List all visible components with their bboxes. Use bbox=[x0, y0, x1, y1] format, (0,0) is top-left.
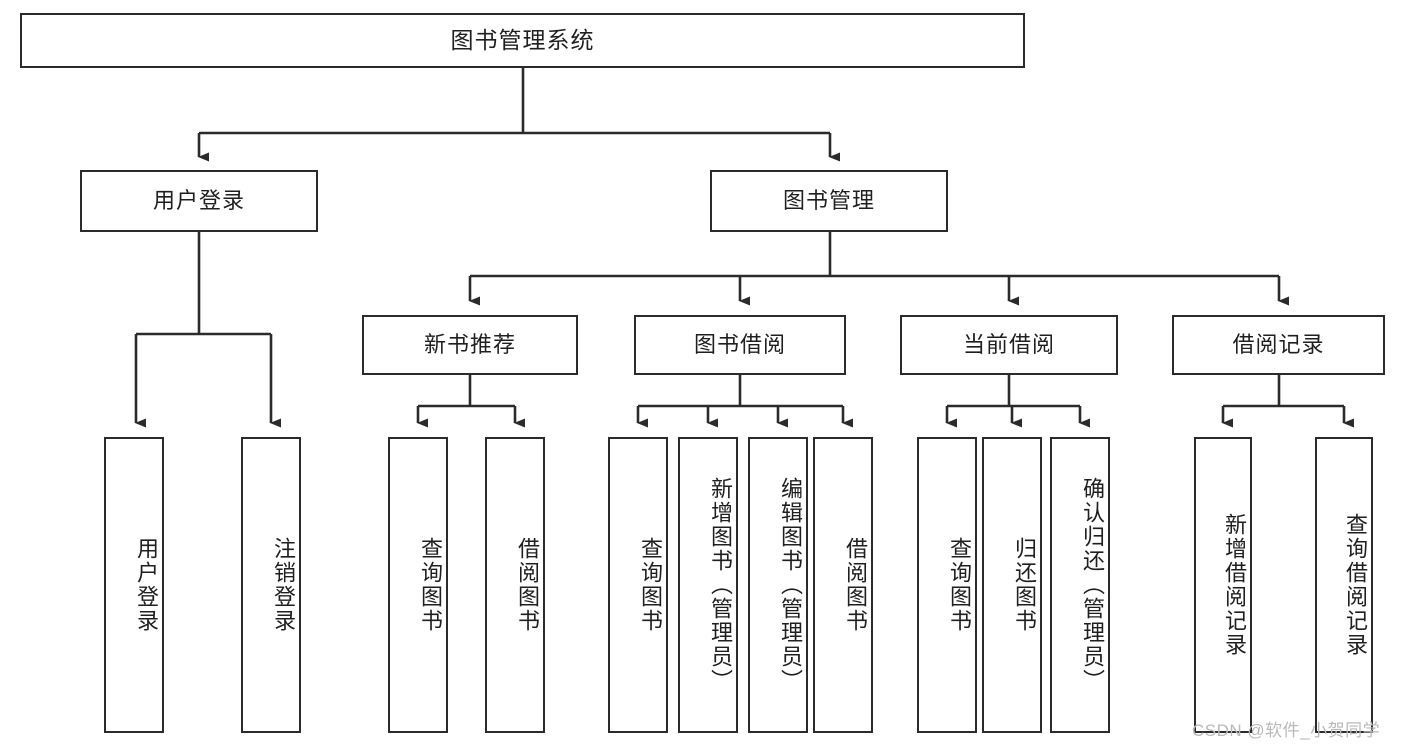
node-book-management[interactable]: 图书管理 bbox=[710, 170, 948, 232]
node-book-borrowing[interactable]: 图书借阅 bbox=[634, 315, 846, 375]
leaf-query-borrow-record[interactable]: 查询借阅记录 bbox=[1315, 437, 1373, 733]
leaf-add-borrow-record[interactable]: 新增借阅记录 bbox=[1194, 437, 1252, 733]
leaf-add-book-admin[interactable]: 新增图书（管理员） bbox=[678, 437, 738, 733]
leaf-borrow-book[interactable]: 借阅图书 bbox=[813, 437, 873, 733]
leaf-return-book[interactable]: 归还图书 bbox=[982, 437, 1042, 733]
node-current-borrowing[interactable]: 当前借阅 bbox=[900, 315, 1118, 375]
leaf-query-book-recommend[interactable]: 查询图书 bbox=[388, 437, 448, 733]
leaf-confirm-return-admin[interactable]: 确认归还（管理员） bbox=[1050, 437, 1110, 733]
node-borrow-records[interactable]: 借阅记录 bbox=[1172, 315, 1385, 375]
leaf-query-book-borrow[interactable]: 查询图书 bbox=[608, 437, 668, 733]
leaf-user-login[interactable]: 用户登录 bbox=[104, 437, 164, 733]
leaf-query-book-current[interactable]: 查询图书 bbox=[917, 437, 977, 733]
leaf-logout[interactable]: 注销登录 bbox=[241, 437, 301, 733]
leaf-edit-book-admin[interactable]: 编辑图书（管理员） bbox=[748, 437, 808, 733]
node-new-book-recommendation[interactable]: 新书推荐 bbox=[362, 315, 578, 375]
node-root-system[interactable]: 图书管理系统 bbox=[20, 13, 1025, 68]
node-user-login[interactable]: 用户登录 bbox=[80, 170, 318, 232]
leaf-borrow-book-recommend[interactable]: 借阅图书 bbox=[485, 437, 545, 733]
csdn-watermark: CSDN @软件_小贺同学 bbox=[1192, 721, 1381, 740]
